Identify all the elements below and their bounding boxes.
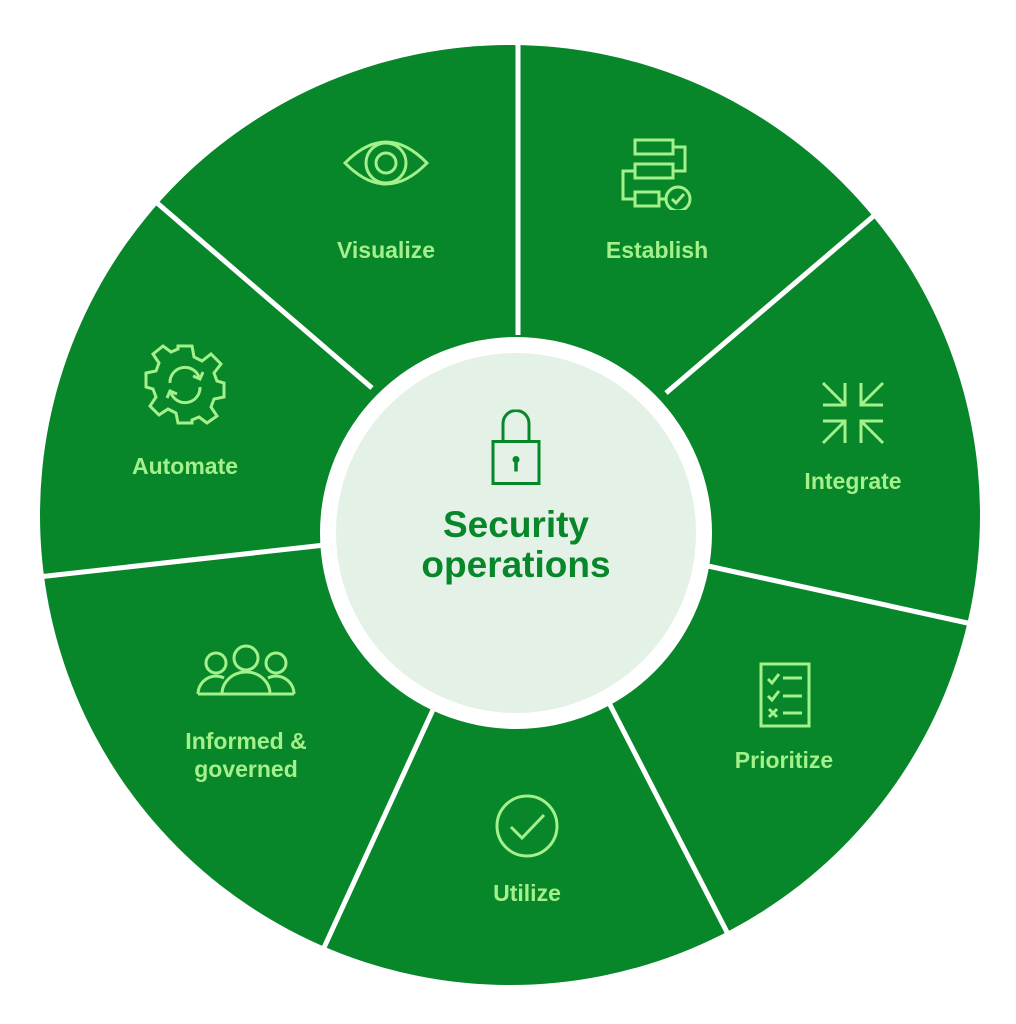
segment-dividers [37, 40, 973, 954]
segment-label-visualize: Visualize [336, 237, 436, 263]
eye-icon [342, 137, 430, 189]
gear-sync-icon [144, 343, 226, 425]
center-title: Security operations [421, 505, 610, 585]
people-group-icon [196, 644, 296, 696]
workflow-chart-check-icon [621, 138, 693, 210]
center-title-line2: operations [421, 544, 611, 585]
segment-label-informed-line2: governed [194, 756, 298, 782]
padlock-icon [491, 409, 541, 491]
check-circle-icon [494, 793, 560, 859]
segment-label-automate: Automate [131, 453, 239, 479]
arrows-converge-icon [821, 381, 885, 445]
segment-label-informed-line1: Informed & [185, 728, 307, 754]
segment-label-prioritize: Prioritize [734, 747, 834, 773]
center-title-line1: Security [442, 504, 590, 545]
segment-label-establish: Establish [605, 237, 709, 263]
checklist-icon [759, 662, 811, 728]
segment-label-integrate: Integrate [804, 468, 902, 494]
center-disc [336, 353, 696, 713]
segment-label-informed-governed: Informed & governed [185, 727, 306, 783]
segment-label-utilize: Utilize [493, 880, 561, 906]
